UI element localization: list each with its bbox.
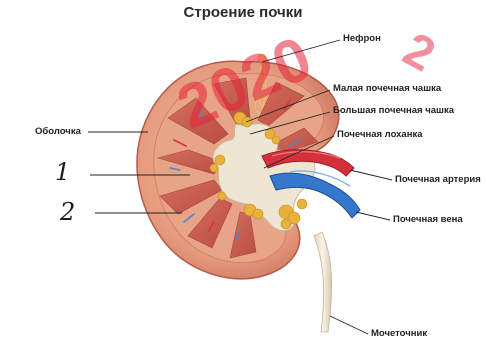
label-ureter: Мочеточник <box>371 328 427 339</box>
label-nephron: Нефрон <box>343 33 381 44</box>
label-minor-calyx: Малая почечная чашка <box>333 83 441 94</box>
watermark-2: 2 <box>395 23 443 82</box>
handwritten-number-1: 1 <box>55 158 70 186</box>
label-pelvis: Почечная лоханка <box>337 129 423 140</box>
handwritten-number-2: 2 <box>60 198 75 226</box>
label-artery: Почечная артерия <box>395 174 481 185</box>
label-vein: Почечная вена <box>393 214 463 225</box>
label-capsule: Оболочка <box>35 126 81 137</box>
diagram-title: Строение почки <box>0 4 486 21</box>
label-major-calyx: Большая почечная чашка <box>333 105 454 116</box>
ureter <box>314 232 332 332</box>
